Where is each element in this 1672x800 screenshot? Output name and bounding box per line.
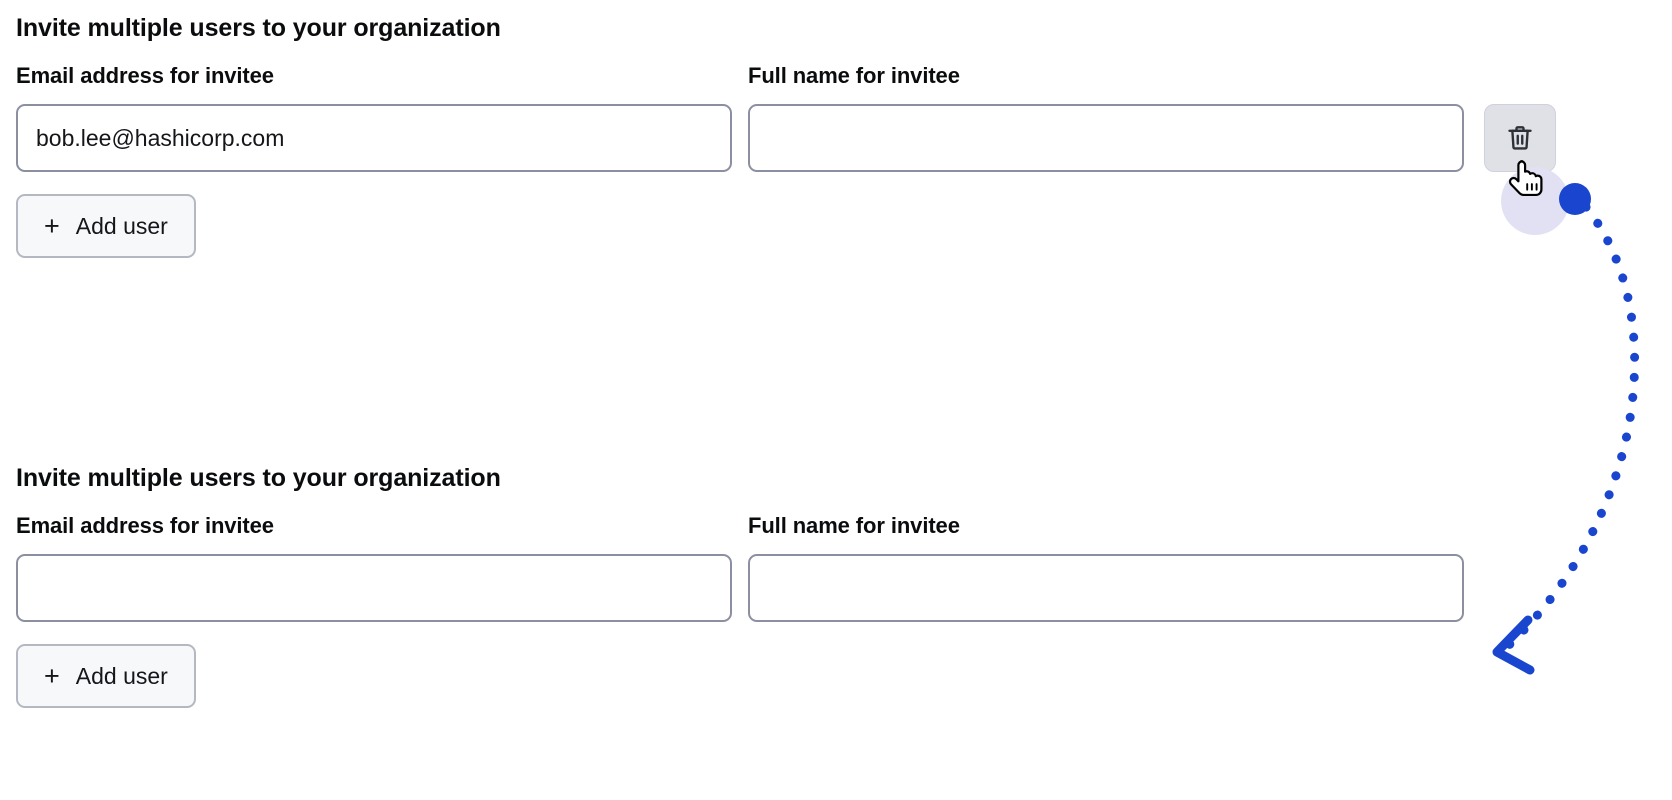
full-name-field-group: Full name for invitee — [748, 62, 1464, 172]
trash-icon — [1505, 123, 1535, 153]
page-title-2: Invite multiple users to your organizati… — [16, 464, 501, 492]
delete-invitee-button[interactable] — [1484, 104, 1556, 172]
plus-icon-2: + — [44, 660, 60, 691]
page-title: Invite multiple users to your organizati… — [16, 14, 501, 42]
email-field-group: Email address for invitee — [16, 62, 732, 172]
plus-icon: + — [44, 210, 60, 241]
full-name-input-2[interactable] — [748, 554, 1464, 622]
email-field-group-2: Email address for invitee — [16, 512, 732, 622]
invite-form-section-2: Invite multiple users to your organizati… — [16, 462, 1616, 708]
add-user-label: Add user — [75, 212, 168, 239]
add-user-button[interactable]: + Add user — [16, 194, 196, 258]
add-user-label-2: Add user — [75, 662, 168, 689]
email-field-label-2: Email address for invitee — [16, 513, 274, 538]
full-name-input[interactable] — [748, 104, 1464, 172]
invitee-fields-row: Email address for invitee Full name for … — [16, 62, 1616, 172]
invitee-fields-row-2: Email address for invitee Full name for … — [16, 512, 1616, 622]
invite-form-section-1: Invite multiple users to your organizati… — [16, 12, 1616, 258]
email-input-2[interactable] — [16, 554, 732, 622]
full-name-field-group-2: Full name for invitee — [748, 512, 1464, 622]
add-user-button-2[interactable]: + Add user — [16, 644, 196, 708]
email-field-label: Email address for invitee — [16, 63, 274, 88]
full-name-field-label: Full name for invitee — [748, 63, 960, 88]
full-name-field-label-2: Full name for invitee — [748, 513, 960, 538]
email-input[interactable] — [16, 104, 732, 172]
